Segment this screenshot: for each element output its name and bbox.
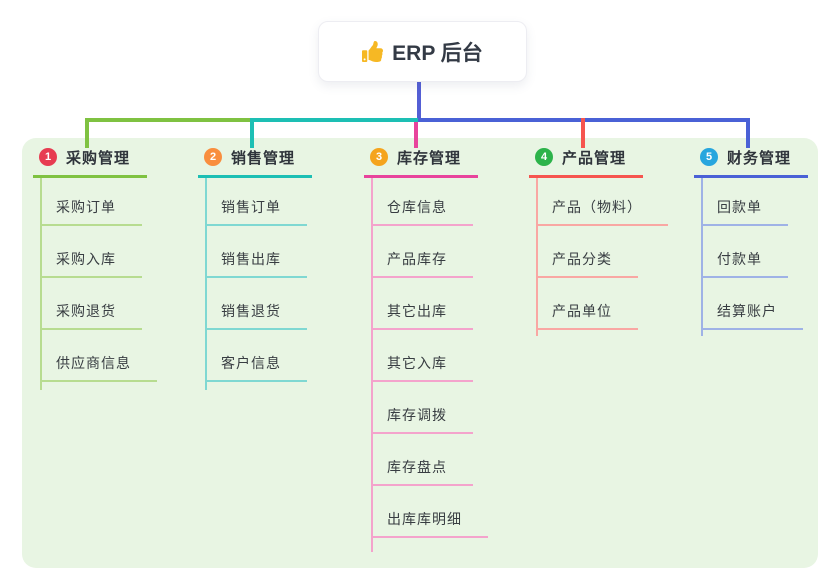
child-node-label: 产品分类 xyxy=(552,251,612,267)
branch-5-title: 财务管理 xyxy=(727,149,792,167)
branch-1-child-line xyxy=(40,178,42,390)
child-node[interactable]: 供应商信息 xyxy=(40,330,157,382)
child-node[interactable]: 库存调拨 xyxy=(371,382,473,434)
child-node-label: 供应商信息 xyxy=(56,355,131,371)
child-node[interactable]: 仓库信息 xyxy=(371,174,473,226)
connector-branch-2 xyxy=(250,118,418,122)
child-node[interactable]: 销售退货 xyxy=(205,278,307,330)
child-node-label: 销售订单 xyxy=(221,199,281,215)
branch-1-header[interactable]: 1 采购管理 xyxy=(33,146,130,168)
child-node[interactable]: 产品库存 xyxy=(371,226,473,278)
drop-connector-branch-2 xyxy=(250,118,254,148)
branch-4-underline xyxy=(529,175,643,178)
child-node-label: 采购订单 xyxy=(56,199,116,215)
child-node[interactable]: 产品单位 xyxy=(536,278,638,330)
child-node-label: 库存调拨 xyxy=(387,407,447,423)
branch-1-underline xyxy=(33,175,147,178)
branch-purchase-management: 1 采购管理 采购订单采购入库采购退货供应商信息 xyxy=(33,0,163,588)
branch-4-number-badge: 4 xyxy=(535,148,553,166)
branch-5-underline xyxy=(694,175,808,178)
branch-4-children: 产品（物料） 产品分类产品单位 xyxy=(536,174,668,330)
child-node[interactable]: 采购订单 xyxy=(40,174,142,226)
branch-2-child-line xyxy=(205,178,207,390)
branch-4-child-line xyxy=(536,178,538,336)
child-node-label: 仓库信息 xyxy=(387,199,447,215)
child-node-label: 付款单 xyxy=(717,251,762,267)
child-node[interactable]: 客户信息 xyxy=(205,330,307,382)
drop-connector-branch-1 xyxy=(85,118,89,148)
child-node-label: 客户信息 xyxy=(221,355,281,371)
branch-sales-management: 2 销售管理 销售订单销售出库销售退货客户信息 xyxy=(198,0,328,588)
branch-inventory-management: 3 库存管理 仓库信息产品库存其它出库其它入库库存调拨库存盘点出库库明细 xyxy=(364,0,494,588)
branch-3-title: 库存管理 xyxy=(397,149,462,167)
child-node-label: 采购入库 xyxy=(56,251,116,267)
child-node[interactable]: 其它出库 xyxy=(371,278,473,330)
branch-1-title: 采购管理 xyxy=(66,149,131,167)
child-node[interactable]: 结算账户 xyxy=(701,278,803,330)
child-node[interactable]: 采购入库 xyxy=(40,226,142,278)
child-node-label: 产品库存 xyxy=(387,251,447,267)
child-node-label: 采购退货 xyxy=(56,303,116,319)
child-node[interactable]: 产品（物料） xyxy=(536,174,668,226)
child-node-label: 销售出库 xyxy=(221,251,281,267)
branch-4-title: 产品管理 xyxy=(562,149,627,167)
branch-2-title: 销售管理 xyxy=(231,149,296,167)
branch-4-header[interactable]: 4 产品管理 xyxy=(529,146,626,168)
branch-2-children: 销售订单销售出库销售退货客户信息 xyxy=(205,174,307,382)
branch-finance-management: 5 财务管理 回款单付款单结算账户 xyxy=(694,0,824,588)
branch-3-child-line xyxy=(371,178,373,552)
child-node-label: 产品（物料） xyxy=(552,199,642,215)
branch-5-children: 回款单付款单结算账户 xyxy=(701,174,803,330)
branch-5-number-badge: 5 xyxy=(700,148,718,166)
branch-2-underline xyxy=(198,175,312,178)
drop-connector-branch-5 xyxy=(746,118,750,148)
root-stem-connector xyxy=(417,82,421,122)
child-node[interactable]: 付款单 xyxy=(701,226,788,278)
child-node-label: 产品单位 xyxy=(552,303,612,319)
child-node-label: 结算账户 xyxy=(717,303,777,319)
child-node-label: 其它入库 xyxy=(387,355,447,371)
branch-5-child-line xyxy=(701,178,703,336)
child-node[interactable]: 采购退货 xyxy=(40,278,142,330)
branch-2-number-badge: 2 xyxy=(204,148,222,166)
child-node-label: 回款单 xyxy=(717,199,762,215)
branch-product-management: 4 产品管理 产品（物料） 产品分类产品单位 xyxy=(529,0,668,588)
child-node[interactable]: 库存盘点 xyxy=(371,434,473,486)
child-node-label: 其它出库 xyxy=(387,303,447,319)
branch-5-header[interactable]: 5 财务管理 xyxy=(694,146,791,168)
child-node[interactable]: 回款单 xyxy=(701,174,788,226)
branch-1-number-badge: 1 xyxy=(39,148,57,166)
branch-3-number-badge: 3 xyxy=(370,148,388,166)
drop-connector-branch-4 xyxy=(581,118,585,148)
child-node[interactable]: 销售订单 xyxy=(205,174,307,226)
branch-3-header[interactable]: 3 库存管理 xyxy=(364,146,461,168)
drop-connector-branch-3 xyxy=(414,122,418,148)
branches-background-panel xyxy=(22,138,818,568)
child-node[interactable]: 销售出库 xyxy=(205,226,307,278)
branch-3-underline xyxy=(364,175,478,178)
root-node-label: ERP 后台 xyxy=(392,41,483,65)
child-node-label: 出库库明细 xyxy=(387,511,462,527)
child-node-label: 库存盘点 xyxy=(387,459,447,475)
root-node[interactable]: ERP 后台 xyxy=(318,21,527,82)
child-node[interactable]: 其它入库 xyxy=(371,330,473,382)
branch-1-children: 采购订单采购入库采购退货供应商信息 xyxy=(40,174,157,382)
branch-3-children: 仓库信息产品库存其它出库其它入库库存调拨库存盘点出库库明细 xyxy=(371,174,488,538)
child-node[interactable]: 出库库明细 xyxy=(371,486,488,538)
thumbs-up-icon xyxy=(362,41,384,62)
branch-2-header[interactable]: 2 销售管理 xyxy=(198,146,295,168)
child-node[interactable]: 产品分类 xyxy=(536,226,638,278)
child-node-label: 销售退货 xyxy=(221,303,281,319)
